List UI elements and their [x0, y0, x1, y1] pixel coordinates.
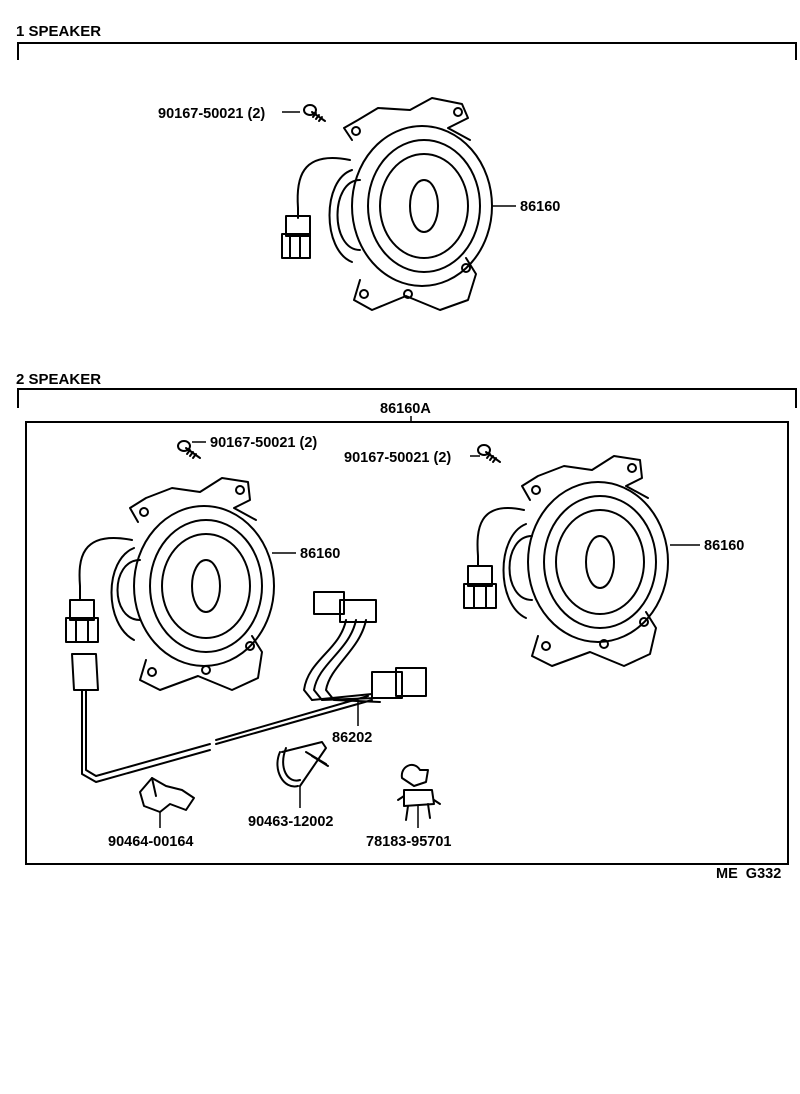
screw-icon	[177, 440, 201, 459]
section-1: 1 SPEAKER 90167-50021 (2)	[16, 23, 797, 311]
section-2-title: 2 SPEAKER	[16, 371, 101, 388]
diagram-code: ME G332	[716, 866, 781, 882]
screw-right-part-number: 90167-50021 (2)	[344, 450, 451, 466]
clamp-part-number: 90464-00164	[108, 834, 193, 850]
section-2-bracket	[17, 388, 797, 408]
assembly-part-number: 86160A	[380, 401, 431, 417]
screw-part-number: 90167-50021 (2)	[158, 106, 265, 122]
screw-icon	[477, 444, 501, 463]
clamp-icon	[139, 777, 195, 813]
speaker-right-part-number: 86160	[704, 538, 744, 554]
assembly-box	[25, 421, 789, 865]
section-1-title: 1 SPEAKER	[16, 23, 101, 40]
section-1-bracket	[17, 42, 797, 60]
clip-icon	[397, 763, 441, 821]
section-2: 2 SPEAKER 86160A 90167-50021 (2) 90167-5…	[16, 371, 797, 865]
wire-part-number: 86202	[332, 730, 372, 746]
clip-part-number: 78183-95701	[366, 834, 451, 850]
speaker-icon	[281, 97, 493, 311]
speaker-icon	[463, 455, 669, 667]
speaker-part-number: 86160	[520, 199, 560, 215]
band-part-number: 90463-12002	[248, 814, 333, 830]
speaker-left-part-number: 86160	[300, 546, 340, 562]
band-clamp-icon	[276, 741, 329, 788]
speaker-icon	[65, 477, 275, 691]
wire-harness-icon	[71, 591, 427, 783]
screw-icon	[303, 104, 326, 122]
screw-left-part-number: 90167-50021 (2)	[210, 435, 317, 451]
